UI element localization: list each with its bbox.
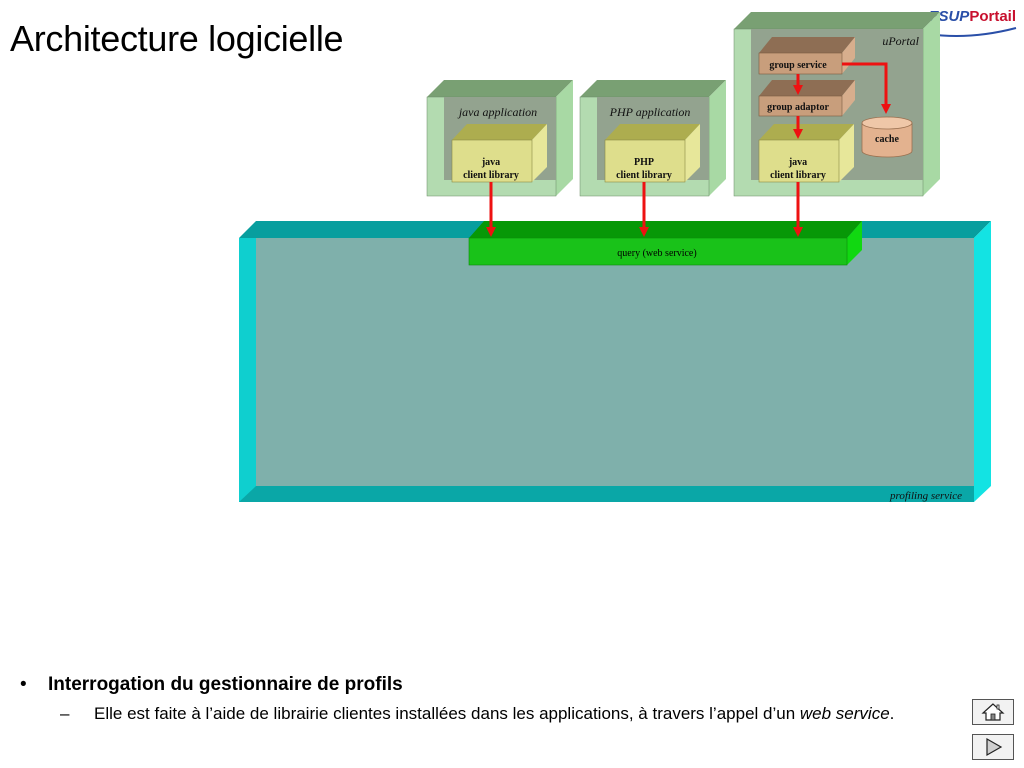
bullet-main: • Interrogation du gestionnaire de profi… xyxy=(20,674,970,696)
uportal-container: uPortal group service group adaptor java… xyxy=(733,12,940,197)
php-application-container: PHP application PHP client library xyxy=(579,80,726,197)
group-adaptor-label: group adaptor xyxy=(767,102,829,113)
java-application-label: java application xyxy=(457,105,537,119)
uportal-label: uPortal xyxy=(882,34,919,48)
bullet-sub: – Elle est faite à l’aide de librairie c… xyxy=(20,702,954,726)
bullet-sub-italic: web service xyxy=(799,704,890,723)
logo-main: Portail xyxy=(969,8,1016,25)
profiling-service-container: profiling service xyxy=(239,221,991,502)
java-client-library-1-line1: java xyxy=(481,157,500,168)
java-client-library-2-line2: client library xyxy=(770,170,826,181)
cache-cylinder: cache xyxy=(861,116,913,158)
query-web-service-label: query (web service) xyxy=(617,248,696,259)
next-slide-button[interactable] xyxy=(972,734,1014,760)
query-web-service-bar: query (web service) xyxy=(468,221,862,266)
php-client-library-line1: PHP xyxy=(634,157,654,168)
bullet-dot: • xyxy=(20,674,27,695)
flow-arrows xyxy=(486,62,891,237)
slide-title: Architecture logicielle xyxy=(10,18,344,59)
home-icon xyxy=(981,703,1005,721)
java-client-library-1-line2: client library xyxy=(463,170,519,181)
java-application-container: java application java client library xyxy=(426,80,573,197)
bullet-main-text: Interrogation du gestionnaire de profils xyxy=(48,674,403,695)
cache-label: cache xyxy=(875,134,899,145)
bullet-dash: – xyxy=(60,704,70,723)
home-button[interactable] xyxy=(972,699,1014,725)
php-client-library-line2: client library xyxy=(616,170,672,181)
bullet-list: • Interrogation du gestionnaire de profi… xyxy=(20,674,970,726)
bullet-sub-text: Elle est faite à l’aide de librairie cli… xyxy=(94,704,800,723)
profiling-service-label: profiling service xyxy=(889,490,962,502)
group-service-label: group service xyxy=(769,60,827,71)
bullet-sub-end: . xyxy=(889,704,895,723)
play-next-icon xyxy=(986,737,1003,757)
php-application-label: PHP application xyxy=(609,105,691,119)
java-client-library-2-line1: java xyxy=(788,157,807,168)
arrow-group-service-to-cache xyxy=(842,62,891,114)
